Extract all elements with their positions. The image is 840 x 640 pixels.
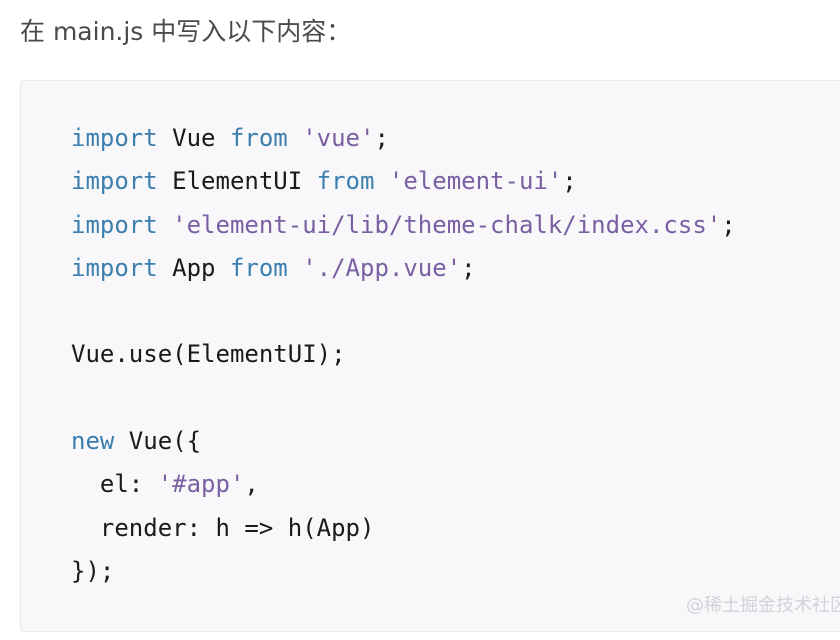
code-text: render: h => h(App) [71,513,375,542]
code-keyword: new [71,427,115,456]
code-block: import Vue from 'vue';import ElementUI f… [20,80,840,632]
code-line: import App from './App.vue'; [71,247,736,290]
code-text [374,167,388,195]
code-text: ElementUI [157,167,317,196]
code-text: Vue({ [114,427,202,456]
code-line: import Vue from 'vue'; [71,117,736,160]
code-line: render: h => h(App) [71,507,736,550]
code-line: el: '#app', [71,463,736,506]
code-line: import 'element-ui/lib/theme-chalk/index… [71,204,736,247]
code-text [288,124,302,152]
code-text [158,211,172,239]
code-keyword: from [229,253,288,282]
code-line [71,377,736,420]
code-text: ; [721,210,736,239]
code-string: 'vue' [302,124,375,152]
code-line: }); [71,550,736,593]
code-text: ; [562,167,577,196]
code-keyword: import [71,253,158,282]
code-text [288,254,302,282]
code-text: Vue [157,124,230,152]
code-text: el: [71,470,158,499]
code-string: '#app' [157,470,245,499]
code-text: App [157,253,230,282]
code-line: new Vue({ [71,420,736,463]
code-text: , [244,470,259,499]
code-line [71,290,736,333]
code-body: import Vue from 'vue';import ElementUI f… [71,117,736,593]
code-string: './App.vue' [302,253,462,282]
code-keyword: import [71,210,158,239]
intro-text: 在 main.js 中写入以下内容： [20,17,352,46]
code-text: Vue.use(ElementUI); [71,340,346,369]
code-string: 'element-ui' [388,167,563,196]
code-line: import ElementUI from 'element-ui'; [71,160,736,203]
code-keyword: import [71,124,158,152]
code-line: Vue.use(ElementUI); [71,333,736,376]
code-text: ; [374,124,389,152]
code-string: 'element-ui/lib/theme-chalk/index.css' [172,210,722,239]
code-keyword: import [71,167,158,196]
code-text: ; [461,253,476,282]
watermark: @稀土掘金技术社区 [686,595,840,616]
code-text: }); [71,556,115,585]
code-keyword: from [316,167,375,196]
code-keyword: from [229,124,288,152]
